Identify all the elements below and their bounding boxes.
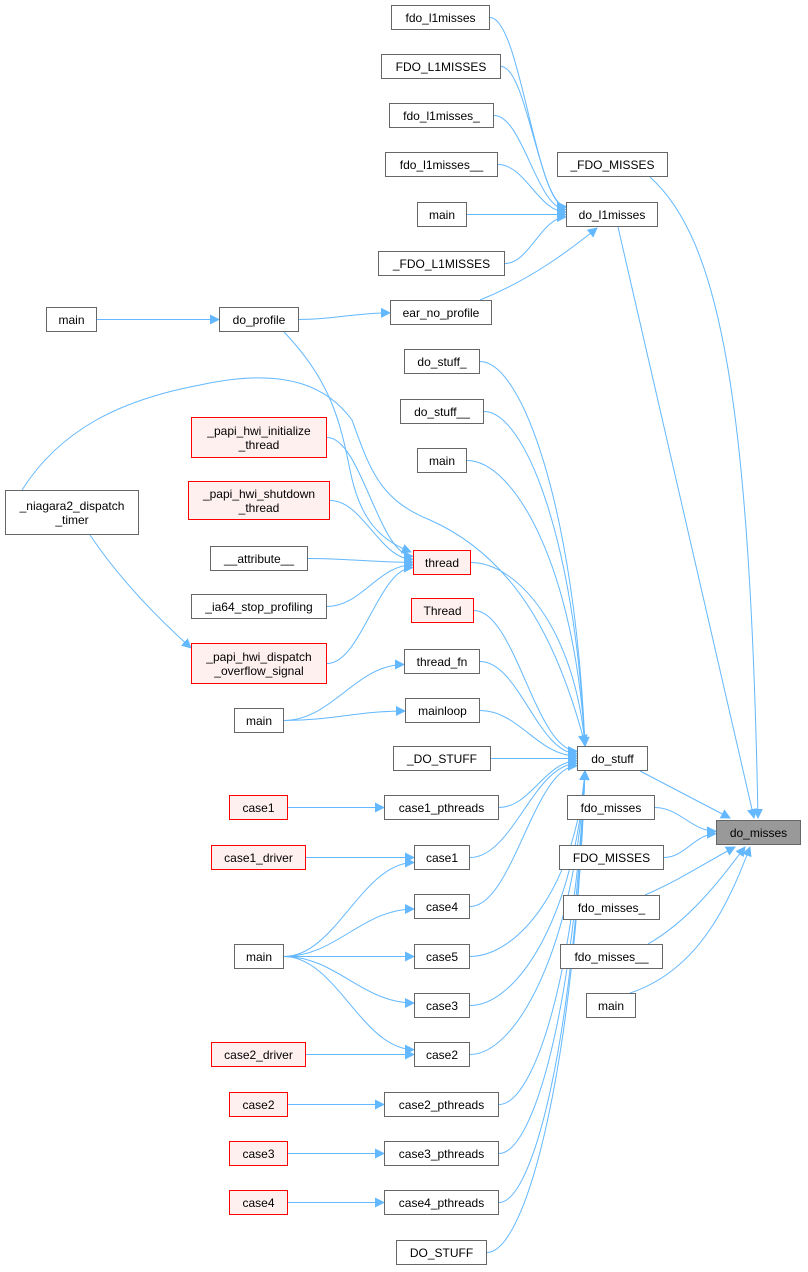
node-case2-driver[interactable]: case2_driver	[211, 1042, 306, 1067]
node-case4-pthreads[interactable]: case4_pthreads	[384, 1190, 499, 1215]
call-edge	[639, 770, 731, 819]
node-fdo-misses[interactable]: FDO_MISSES	[559, 845, 664, 870]
call-edge	[298, 307, 391, 320]
node-do-stuff[interactable]: do_stuff_	[404, 349, 480, 374]
node-do-stuff[interactable]: DO_STUFF	[396, 1240, 487, 1265]
node-main-r[interactable]: main	[586, 993, 636, 1018]
call-edge	[469, 758, 578, 858]
node-case1-driver[interactable]: case1_driver	[211, 845, 306, 870]
node-papi-init[interactable]: _papi_hwi_initialize _thread	[191, 417, 327, 458]
call-edge	[649, 176, 763, 819]
node-fdo-misses[interactable]: fdo_misses__	[560, 944, 663, 969]
call-edge	[469, 760, 578, 907]
node-main-ds[interactable]: main	[417, 448, 467, 473]
call-edge	[498, 770, 590, 1105]
call-edge	[283, 956, 415, 1009]
node-papi-dispatch[interactable]: _papi_hwi_dispatch _overflow_signal	[191, 643, 327, 684]
call-edge	[629, 846, 752, 994]
node-do-profile[interactable]: do_profile	[219, 307, 299, 332]
call-edge	[469, 770, 590, 1006]
node-fdo-misses[interactable]: _FDO_MISSES	[557, 152, 668, 177]
call-edge	[498, 755, 578, 808]
call-edge	[307, 557, 414, 568]
call-edge	[283, 706, 406, 721]
node-attribute[interactable]: __attribute__	[210, 546, 308, 571]
call-edge	[466, 460, 590, 747]
call-edge	[479, 661, 578, 759]
node-mainloop[interactable]: mainloop	[405, 698, 480, 723]
node-do-stuff[interactable]: do_stuff__	[400, 399, 484, 424]
call-edge	[473, 610, 578, 757]
call-edge	[493, 115, 567, 215]
call-edge	[21, 377, 588, 745]
node-thread-fn[interactable]: thread_fn	[404, 649, 480, 674]
call-edge	[486, 770, 590, 1253]
node-do-misses[interactable]: do_misses	[716, 820, 801, 845]
call-edge	[617, 226, 757, 819]
node-do-l1misses[interactable]: do_l1misses	[566, 202, 658, 227]
node-case1-red[interactable]: case1	[229, 795, 288, 820]
call-edge	[283, 659, 405, 721]
call-edge	[326, 562, 414, 664]
call-edge	[326, 437, 414, 562]
call-edge	[329, 500, 414, 565]
call-edge	[654, 807, 717, 837]
node-fdo-misses[interactable]: fdo_misses_	[563, 895, 660, 920]
call-edge	[500, 66, 567, 213]
node-thread[interactable]: Thread	[411, 598, 474, 623]
node-main-far[interactable]: main	[46, 307, 97, 332]
node-fdo-l1misses[interactable]: FDO_L1MISSES	[381, 54, 501, 79]
node-case2[interactable]: case2	[414, 1042, 470, 1067]
node-case3[interactable]: case3	[414, 993, 470, 1018]
call-edge	[89, 534, 192, 649]
node-fdo-misses[interactable]: fdo_misses	[567, 795, 655, 820]
node-do-stuff[interactable]: do_stuff	[577, 746, 648, 771]
node-case1-pthreads[interactable]: case1_pthreads	[384, 795, 499, 820]
call-edge	[283, 857, 415, 957]
node-case3-red[interactable]: case3	[229, 1141, 288, 1166]
node-ia64[interactable]: _ia64_stop_profiling	[191, 594, 327, 619]
node-main-cases[interactable]: main	[234, 944, 284, 969]
node-case4[interactable]: case4	[414, 894, 470, 919]
node-fdo-l1misses[interactable]: fdo_l1misses__	[385, 152, 498, 177]
call-edge	[326, 559, 414, 607]
node-case2-red[interactable]: case2	[229, 1092, 288, 1117]
node-fdo-l1misses[interactable]: fdo_l1misses_	[389, 103, 494, 128]
call-edge	[504, 211, 567, 264]
node-papi-shutdown[interactable]: _papi_hwi_shutdown _thread	[188, 481, 330, 520]
node-niagara[interactable]: _niagara2_dispatch _timer	[5, 490, 139, 535]
call-edge	[470, 562, 590, 747]
call-edge	[647, 846, 746, 945]
node-case3-pthreads[interactable]: case3_pthreads	[384, 1141, 499, 1166]
node-do-stuff[interactable]: _DO_STUFF	[393, 746, 491, 771]
node-case1[interactable]: case1	[414, 845, 470, 870]
node-case5[interactable]: case5	[414, 944, 470, 969]
call-edge	[663, 828, 717, 858]
call-edge	[469, 770, 590, 1055]
node-main-tf[interactable]: main	[234, 708, 284, 733]
node-case2-pthreads[interactable]: case2_pthreads	[384, 1092, 499, 1117]
call-edge	[498, 770, 590, 1203]
call-edge	[644, 846, 736, 896]
call-edge	[483, 411, 590, 747]
node-main-l1[interactable]: main	[417, 202, 467, 227]
call-edge	[479, 227, 598, 301]
node-ear-no-profile[interactable]: ear_no_profile	[390, 300, 492, 325]
call-edge	[479, 710, 578, 762]
call-edge	[283, 904, 415, 957]
call-edge	[283, 956, 415, 1055]
call-edge	[283, 331, 412, 554]
node-thread[interactable]: thread	[413, 550, 471, 575]
node-case4-red[interactable]: case4	[229, 1190, 288, 1215]
call-edge	[489, 17, 567, 212]
node-fdo-l1misses[interactable]: fdo_l1misses	[391, 5, 490, 30]
call-edge	[479, 361, 590, 747]
node-fdo-l1misses[interactable]: _FDO_L1MISSES	[378, 251, 505, 276]
